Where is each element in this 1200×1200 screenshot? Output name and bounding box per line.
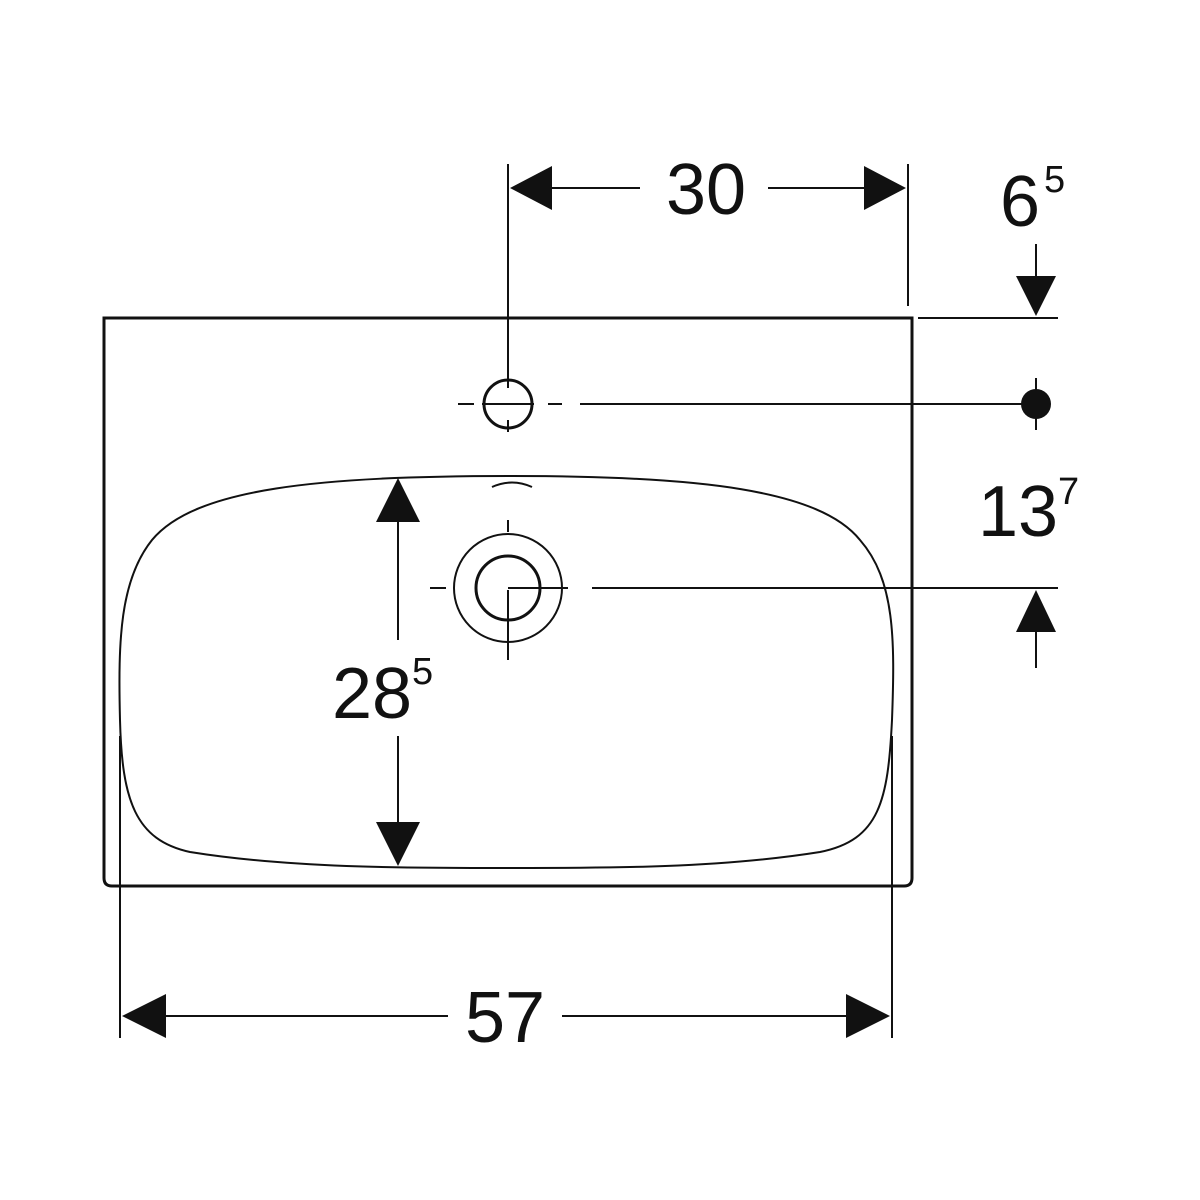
- dimension-28-5-sup: 5: [412, 651, 433, 693]
- tap-hole: [458, 340, 562, 432]
- dimension-6-5: 6 5: [918, 159, 1065, 319]
- dimension-13-7-main: 13: [978, 472, 1058, 552]
- dimension-6-5-main: 6: [1000, 162, 1040, 242]
- dimension-57: 57: [119, 736, 893, 1058]
- dimension-57-label: 57: [465, 978, 545, 1058]
- bowl-outline: [118, 474, 895, 869]
- dimension-30-label: 30: [666, 150, 746, 230]
- dimension-28-5-main: 28: [332, 654, 412, 734]
- dimension-13-7-sup: 7: [1058, 471, 1079, 513]
- basin-outline: [102, 316, 914, 888]
- overflow-slot: [491, 481, 533, 488]
- dimension-6-5-sup: 5: [1044, 159, 1065, 201]
- drain: [430, 520, 568, 660]
- tap-marker-dot: [1021, 378, 1051, 430]
- dimension-13-7: 13 7: [978, 471, 1079, 668]
- dimension-28-5: 28 5: [332, 478, 433, 866]
- dimension-30: 30: [507, 150, 909, 344]
